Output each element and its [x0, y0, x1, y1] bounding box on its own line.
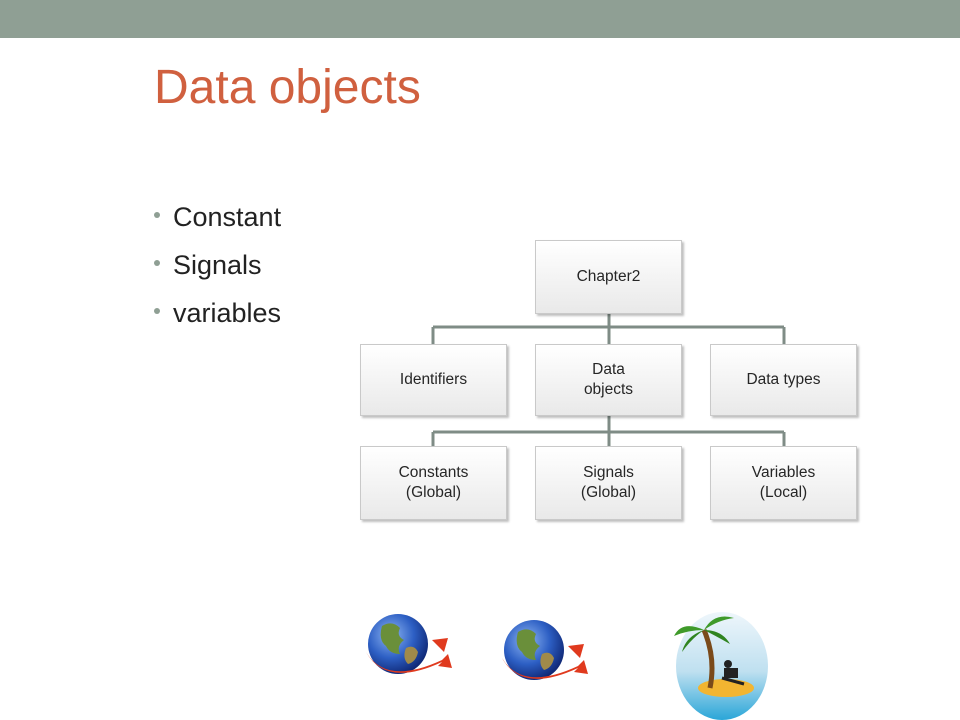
connector-root-to-level1 [431, 314, 786, 344]
globe-arrow-icon [366, 614, 452, 674]
bullet-dot [154, 260, 160, 266]
bullet-item: Signals [154, 246, 281, 294]
bullet-dot [154, 212, 160, 218]
node-signals: Signals (Global) [535, 446, 682, 520]
bullet-dot [154, 308, 160, 314]
slide-title: Data objects [154, 61, 421, 114]
node-root: Chapter2 [535, 240, 682, 314]
bullet-item: Constant [154, 198, 281, 246]
node-variables: Variables (Local) [710, 446, 857, 520]
top-bar [0, 0, 960, 38]
node-data-objects: Data objects [535, 344, 682, 416]
bullet-text: Signals [173, 250, 262, 280]
node-constants: Constants (Global) [360, 446, 507, 520]
globe-arrow-icon [502, 620, 588, 680]
island-palm-icon [674, 612, 768, 720]
bullet-text: variables [173, 298, 282, 328]
node-identifiers: Identifiers [360, 344, 507, 416]
bullet-list: Constant Signals variables [154, 198, 281, 342]
connector-dataobjects-to-level2 [431, 416, 786, 446]
node-data-types: Data types [710, 344, 857, 416]
bullet-item: variables [154, 294, 281, 342]
bullet-text: Constant [173, 202, 282, 232]
